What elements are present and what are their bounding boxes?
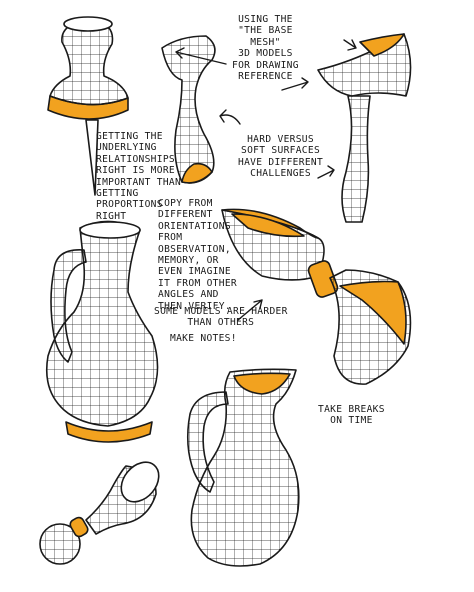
note-line: REFERENCE — [238, 71, 293, 83]
note-line: MAKE NOTES! — [170, 333, 237, 344]
note-line: "THE BASE — [238, 25, 293, 37]
note-line: GETTING THE — [96, 131, 163, 142]
note-line: RELATIONSHIPS — [96, 153, 175, 165]
note-line: CHALLENGES — [250, 168, 311, 180]
tall-jug-sketch — [45, 220, 159, 443]
bone-sketch — [161, 35, 216, 184]
arrow-to-bowtie — [237, 299, 263, 321]
note-line: UNDERLYING — [96, 142, 157, 154]
note-make-notes: MAKE NOTES! — [170, 333, 237, 344]
note-line: MEMORY, OR — [158, 255, 219, 267]
note-line: COPY FROM — [158, 198, 213, 209]
note-line: OBSERVATION, — [158, 243, 231, 255]
push-pin-sketch — [47, 16, 129, 196]
arrow-to-pin — [175, 47, 227, 65]
note-line: MESH" — [250, 36, 281, 48]
arrow-to-axe-handle — [317, 165, 335, 179]
note-line: DIFFERENT — [158, 209, 213, 221]
note-relationships: GETTING THE UNDERLYING RELATIONSHIPS RIG… — [96, 131, 181, 222]
note-copy-orientations: COPY FROM DIFFERENT ORIENTATIONS FROM OB… — [158, 198, 237, 312]
pitcher-sketch — [186, 368, 300, 567]
note-surfaces: HARD VERSUS SOFT SURFACES HAVE DIFFERENT… — [238, 134, 323, 180]
note-line: ANGLES AND — [158, 289, 219, 301]
arrow-to-bone — [219, 109, 241, 125]
note-line: GETTING — [96, 188, 139, 200]
note-line: TAKE BREAKS — [318, 404, 385, 415]
note-line: HAVE DIFFERENT — [238, 156, 324, 168]
note-line: ORIENTATIONS — [158, 220, 231, 232]
arrow-to-axe-lower — [281, 77, 309, 91]
note-line: IT FROM OTHER — [158, 277, 237, 289]
note-line: PROPORTIONS — [96, 199, 163, 211]
note-some-harder: SOME MODELS ARE HARDER THAN OTHERS — [154, 306, 288, 329]
note-line: SOME MODELS ARE HARDER — [154, 306, 288, 317]
note-line: IMPORTANT THAN — [96, 176, 182, 188]
note-line: ON TIME — [330, 415, 373, 427]
trumpet-bell-sketch — [39, 461, 160, 565]
note-line: THEN VERIFY. — [158, 300, 231, 312]
arrows — [175, 39, 357, 321]
note-line: FROM — [158, 232, 183, 244]
arrow-to-axe — [343, 39, 357, 51]
note-line: THAN OTHERS — [187, 317, 255, 329]
axe-sketch — [317, 33, 412, 223]
note-base-mesh: USING THE "THE BASE MESH" 3D MODELS FOR … — [232, 14, 299, 82]
bowtie-sketch — [221, 208, 412, 385]
note-take-breaks: TAKE BREAKS ON TIME — [318, 404, 385, 427]
note-line: FOR DRAWING — [232, 59, 299, 71]
note-line: SOFT SURFACES — [241, 145, 321, 157]
note-line: 3D MODELS — [238, 48, 293, 60]
note-line: RIGHT — [96, 210, 127, 222]
note-line: USING THE — [238, 14, 293, 25]
note-line: EVEN IMAGINE — [158, 266, 231, 278]
note-line: HARD VERSUS — [247, 134, 314, 145]
note-line: RIGHT IS MORE — [96, 165, 175, 177]
